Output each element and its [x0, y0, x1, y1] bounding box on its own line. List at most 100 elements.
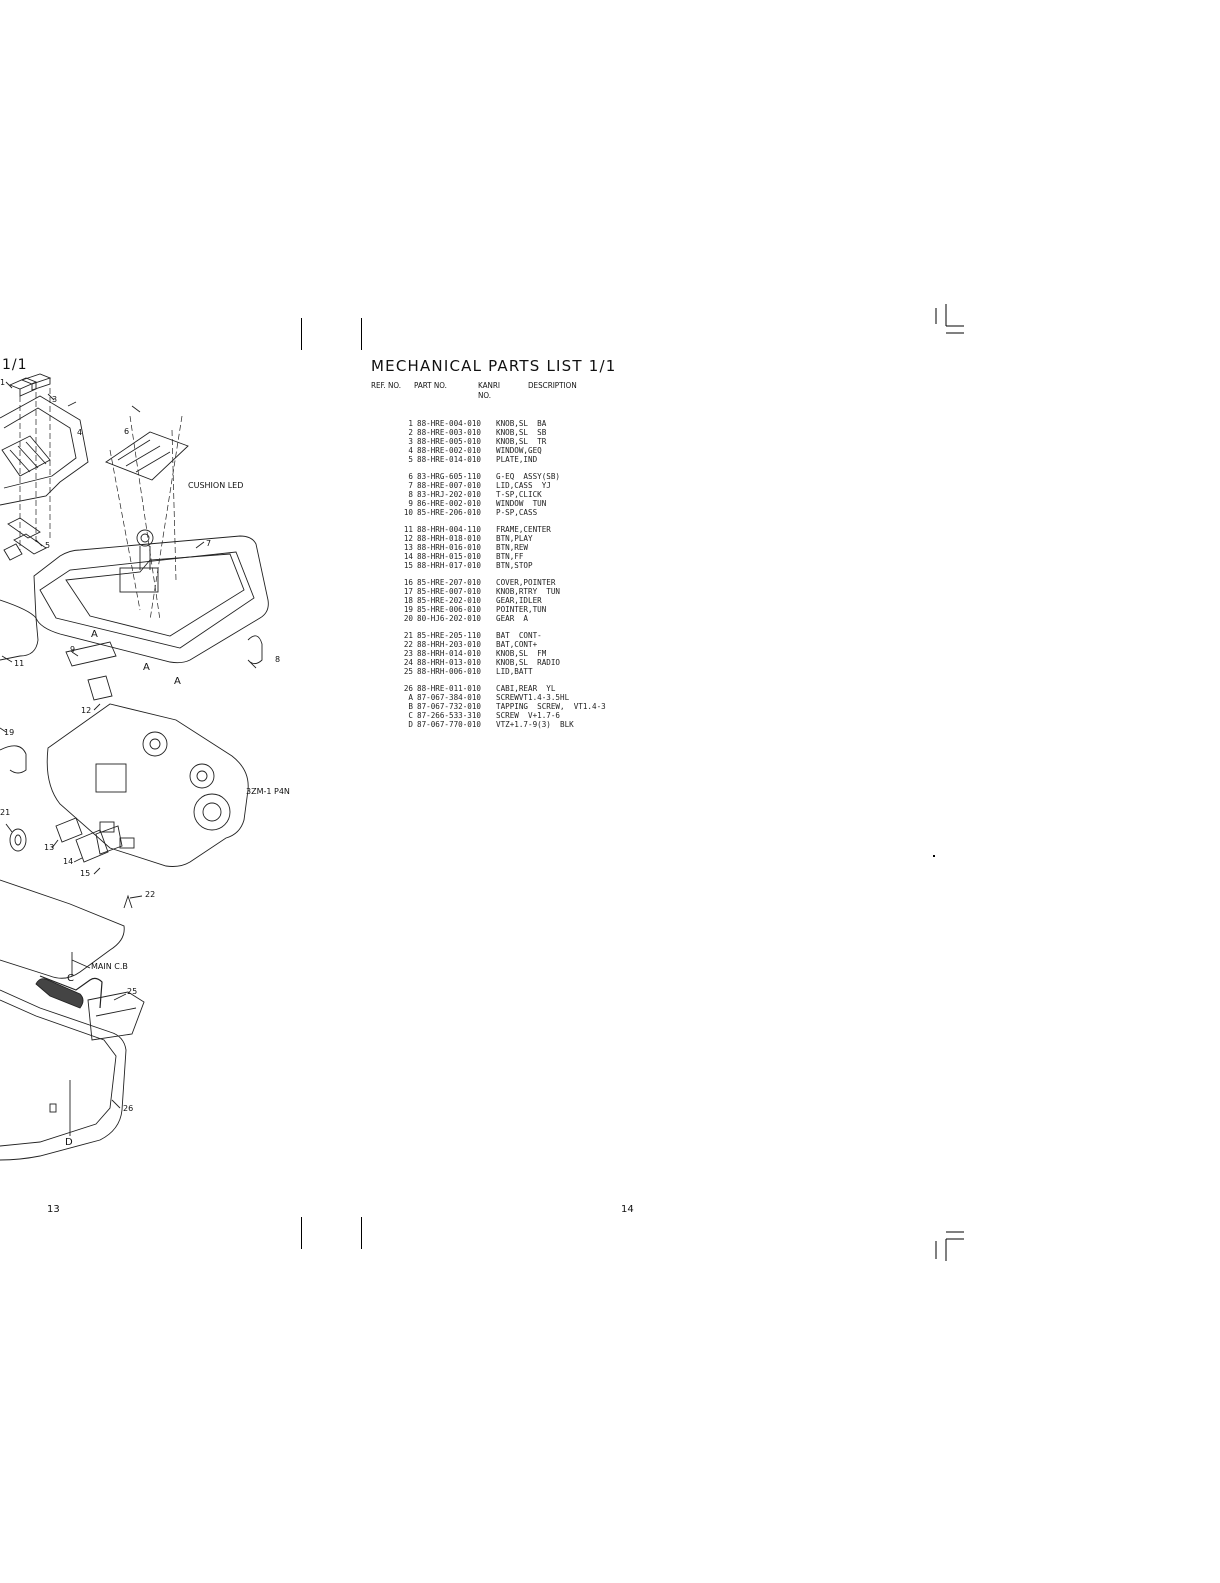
- ref-no-cell: 14: [403, 552, 413, 561]
- ref-no-cell: 8: [408, 490, 413, 499]
- description-cell: CABI,REAR YL: [496, 684, 556, 693]
- ref-no-cell: 19: [403, 605, 413, 614]
- ref-no-cell: 18: [403, 596, 413, 605]
- callout-7: 7: [206, 539, 212, 548]
- rear-cabinet-shape: [0, 989, 127, 1161]
- callout-a-2: A: [143, 662, 150, 673]
- table-row: 14 88-HRH-015-010 BTN,FF: [383, 552, 606, 561]
- callout-d: D: [65, 1137, 73, 1148]
- callout-11: 11: [14, 659, 25, 668]
- ref-no-cell: 25: [403, 667, 413, 676]
- column-header-ref: REF. NO.: [371, 381, 401, 390]
- part-no-cell: 88-HRH-004-110: [417, 525, 482, 534]
- ref-no-cell: A: [408, 693, 413, 702]
- ref-no-cell: 7: [408, 481, 413, 490]
- description-cell: TAPPING SCREW, VT1.4-3: [496, 702, 606, 711]
- ref-no-cell: 12: [403, 534, 413, 543]
- description-cell: SCREW V+1.7-6: [496, 711, 561, 720]
- ref-no-cell: 22: [403, 640, 413, 649]
- ref-no-cell: 16: [403, 578, 413, 587]
- exploded-view-diagram: [0, 373, 269, 1161]
- part-no-cell: 88-HRE-002-010: [417, 446, 482, 455]
- description-cell: BTN,PLAY: [496, 534, 533, 543]
- column-header-description: DESCRIPTION: [528, 381, 577, 390]
- description-cell: KNOB,SL SB: [496, 428, 547, 437]
- callout-15: 15: [80, 869, 91, 878]
- description-cell: T-SP,CLICK: [496, 490, 542, 499]
- table-row: 7 88-HRE-007-010 LID,CASS YJ: [383, 481, 606, 490]
- callout-main-cb: MAIN C.B: [91, 962, 128, 971]
- part-no-cell: 85-HRE-206-010: [417, 508, 482, 517]
- ref-no-cell: 9: [408, 499, 413, 508]
- ref-no-cell: 24: [403, 658, 413, 667]
- description-cell: BTN,FF: [496, 552, 524, 561]
- part-no-cell: 87-067-770-010: [417, 720, 482, 729]
- description-cell: G-EQ ASSY(SB): [496, 472, 561, 481]
- part-no-cell: 88-HRE-014-010: [417, 455, 482, 464]
- callout-26: 26: [123, 1104, 134, 1113]
- callout-22: 22: [145, 890, 156, 899]
- main-cb-shape: [0, 879, 125, 979]
- callout-21: 21: [0, 808, 11, 817]
- callout-9: 9: [70, 645, 76, 654]
- geq-board-shape: [1, 435, 51, 477]
- callout-6: 6: [124, 427, 130, 436]
- description-cell: LID,CASS YJ: [496, 481, 551, 490]
- part-no-cell: 88-HRE-007-010: [417, 481, 482, 490]
- fold-mark-bottom-right: [361, 1217, 362, 1249]
- description-cell: WINDOW,GEQ: [496, 446, 542, 455]
- ref-no-cell: 2: [408, 428, 413, 437]
- callout-12: 12: [81, 706, 92, 715]
- part-no-cell: 88-HRE-004-010: [417, 419, 482, 428]
- left-page-title: 1/1: [2, 357, 28, 373]
- stray-dot: [933, 855, 935, 857]
- page-number-right: 14: [621, 1204, 634, 1215]
- callout-a-1: A: [91, 629, 98, 640]
- ref-no-cell: 15: [403, 561, 413, 570]
- ref-no-cell: B: [408, 702, 413, 711]
- callout-1: 1: [0, 378, 6, 387]
- part-no-cell: 88-HRH-015-010: [417, 552, 482, 561]
- ref-no-cell: 4: [408, 446, 413, 455]
- part-no-cell: 88-HRE-005-010: [417, 437, 482, 446]
- description-cell: BAT CONT-: [496, 631, 542, 640]
- part-no-cell: 88-HRH-017-010: [417, 561, 482, 570]
- callout-13: 13: [44, 843, 55, 852]
- window-geq-shape: [0, 395, 89, 506]
- part-no-cell: 85-HRE-006-010: [417, 605, 482, 614]
- description-cell: GEAR,IDLER: [496, 596, 542, 605]
- part-no-cell: 80-HJ6-202-010: [417, 614, 482, 623]
- fold-mark-top-left: [301, 318, 302, 350]
- ref-no-cell: 17: [403, 587, 413, 596]
- column-header-part: PART NO.: [414, 381, 447, 390]
- part-no-cell: 87-067-384-010: [417, 693, 482, 702]
- callout-3: 3: [52, 395, 58, 404]
- part-no-cell: 88-HRH-014-010: [417, 649, 482, 658]
- description-cell: PLATE,IND: [496, 455, 538, 464]
- ref-no-cell: 21: [403, 631, 413, 640]
- callout-motor: 3ZM-1 P4N: [246, 787, 290, 796]
- callout-cushion-led: CUSHION LED: [188, 481, 244, 490]
- description-cell: LID,BATT: [496, 667, 533, 676]
- description-cell: KNOB,RTRY TUN: [496, 587, 561, 596]
